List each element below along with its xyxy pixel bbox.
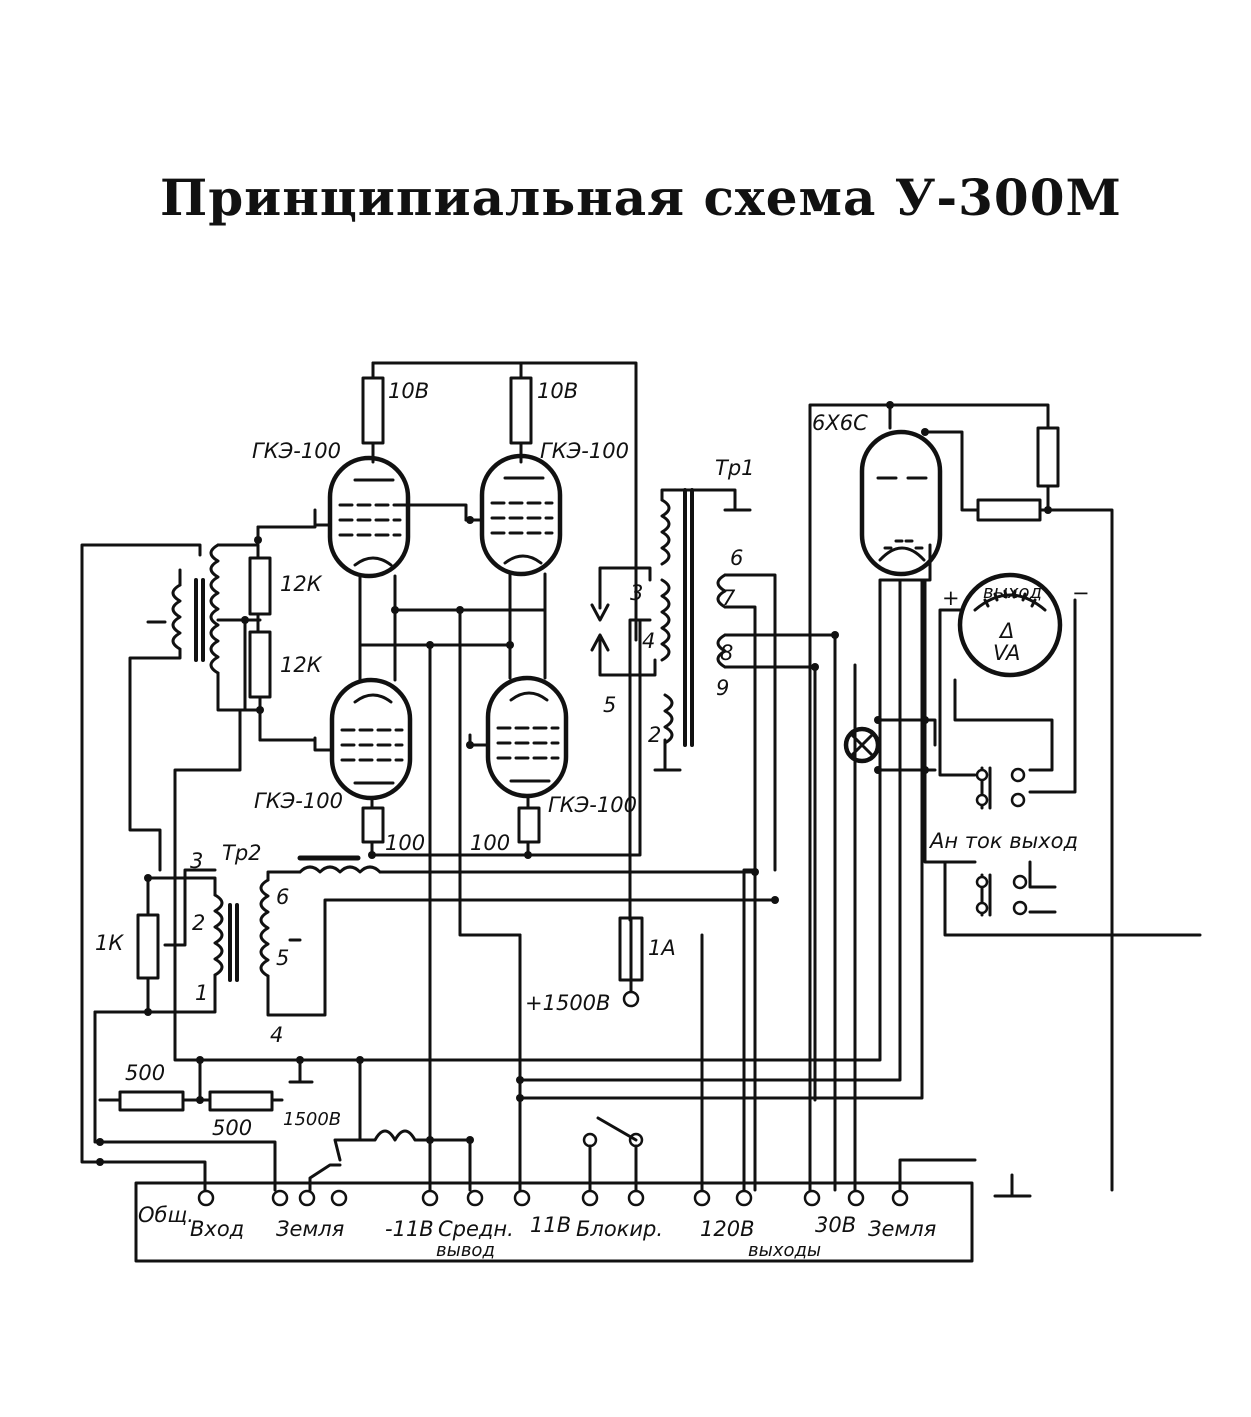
r-grid-lower-label: 12К	[280, 653, 323, 677]
term-v120: 120В	[700, 1217, 755, 1241]
rectifier-tube-label: 6Х6С	[812, 411, 868, 435]
output-leads	[700, 868, 757, 1192]
selector-switch-lower[interactable]	[975, 873, 1028, 917]
term-v30: 30В	[815, 1213, 856, 1237]
term-zemlya-2: Земля	[868, 1217, 936, 1241]
term-sredn: Средн.	[438, 1217, 514, 1241]
meter-symbol: Δ	[998, 619, 1014, 643]
r-input-label: 1К	[95, 931, 124, 955]
tr1-pin-4: 4	[642, 629, 655, 653]
meter-minus: −	[1072, 581, 1090, 605]
anode-resistor-left	[361, 376, 385, 445]
junction-dots-tubes	[368, 516, 532, 859]
anode-resistor-right	[509, 376, 533, 445]
output-transformer-tr1	[598, 488, 837, 1192]
term-minus11: -11В	[385, 1217, 434, 1241]
hv-supply-label: +1500В	[525, 991, 610, 1015]
tr1-label: Тр1	[715, 456, 755, 480]
term-plus11: 11В	[530, 1213, 571, 1237]
meter-plus: +	[942, 586, 960, 610]
rectifier-tube-6x6c	[859, 429, 943, 577]
terminal-strip-panel	[134, 1181, 974, 1263]
term-zemlya-1: Земля	[276, 1217, 344, 1241]
junction-dots-left	[96, 1056, 524, 1166]
r-div-b-label: 500	[212, 1116, 252, 1140]
cathode-resistor-left	[361, 806, 385, 844]
tube-bottom-left-label: ГКЭ-100	[254, 789, 343, 813]
input-transformer-tr2	[146, 855, 777, 1017]
grid-resistor-upper	[248, 556, 272, 616]
blocking-switch[interactable]	[582, 1116, 644, 1192]
junction-dots-grid	[241, 536, 264, 714]
divider-resistor-a	[118, 1090, 185, 1112]
bleeder-resistor	[1036, 426, 1060, 488]
tr1-pin-9: 9	[716, 676, 729, 700]
tr1-pin-7: 7	[722, 586, 736, 610]
grid-transformer	[128, 525, 262, 872]
fuse-1a	[618, 916, 644, 982]
meter-unit: VA	[993, 641, 1020, 665]
grid-resistor-lower	[248, 630, 272, 699]
term-vyhody: выходы	[748, 1240, 821, 1261]
r-top-left-label: 10В	[388, 379, 429, 403]
chassis-ground	[993, 1173, 1032, 1198]
left-outer-wiring	[80, 543, 932, 1192]
panel-terminals[interactable]	[197, 1189, 909, 1207]
hv-terminal[interactable]	[622, 990, 640, 1008]
tr2-pin-4: 4	[270, 1023, 283, 1047]
term-vyvod: вывод	[436, 1240, 495, 1261]
tube-bottom-right	[485, 675, 569, 799]
selector-switch-upper[interactable]	[975, 766, 1026, 810]
tube-top-right	[479, 453, 563, 577]
tr2-pin-1: 1	[195, 981, 208, 1005]
page-title: Принципиальная схема У-300М	[160, 168, 1122, 227]
anode-supply-rail	[371, 361, 638, 642]
tr1-pin-3: 3	[630, 581, 643, 605]
adjustable-tap-arrows	[590, 603, 610, 652]
tube-bottom-right-label: ГКЭ-100	[548, 793, 637, 817]
right-section-wiring	[808, 403, 1202, 1192]
tr2-pin-5: 5	[276, 946, 289, 970]
tube-top-right-label: ГКЭ-100	[540, 439, 629, 463]
tap-1500-label: 1500В	[283, 1109, 341, 1130]
tube-top-left	[327, 455, 411, 579]
junction-dots-right	[811, 401, 1052, 774]
r-div-a-label: 500	[125, 1061, 165, 1085]
r-cath-left-label: 100	[385, 831, 425, 855]
tr2-label: Тр2	[222, 841, 262, 865]
tr1-pin-6: 6	[730, 546, 743, 570]
fuse-label: 1А	[648, 936, 676, 960]
tr2-pin-3: 3	[190, 849, 203, 873]
term-blokir: Блокир.	[576, 1217, 663, 1241]
tr1-pin-8: 8	[720, 641, 733, 665]
r-top-right-label: 10В	[537, 379, 578, 403]
tube-interconnect-wiring	[256, 503, 642, 1192]
r-grid-upper-label: 12К	[280, 572, 323, 596]
series-resistor	[976, 498, 1042, 522]
term-obsch: Общ.	[138, 1203, 194, 1227]
tube-top-left-label: ГКЭ-100	[252, 439, 341, 463]
indicator-lamp	[843, 726, 881, 764]
tr2-pin-6: 6	[276, 885, 289, 909]
tr2-pin-2: 2	[192, 911, 205, 935]
cathode-resistor-right	[517, 806, 541, 844]
divider-resistor-b	[208, 1090, 274, 1112]
tr1-pin-2: 2	[648, 723, 661, 747]
switch-label: Ан ток выход	[928, 829, 1078, 853]
tr1-pin-5: 5	[603, 693, 616, 717]
meter-top-label: выход	[983, 582, 1042, 603]
tube-bottom-left	[329, 677, 413, 801]
r-cath-right-label: 100	[470, 831, 510, 855]
term-vhod: Вход	[190, 1217, 244, 1241]
output-meter	[957, 572, 1063, 678]
input-resistor-1k	[136, 913, 160, 980]
